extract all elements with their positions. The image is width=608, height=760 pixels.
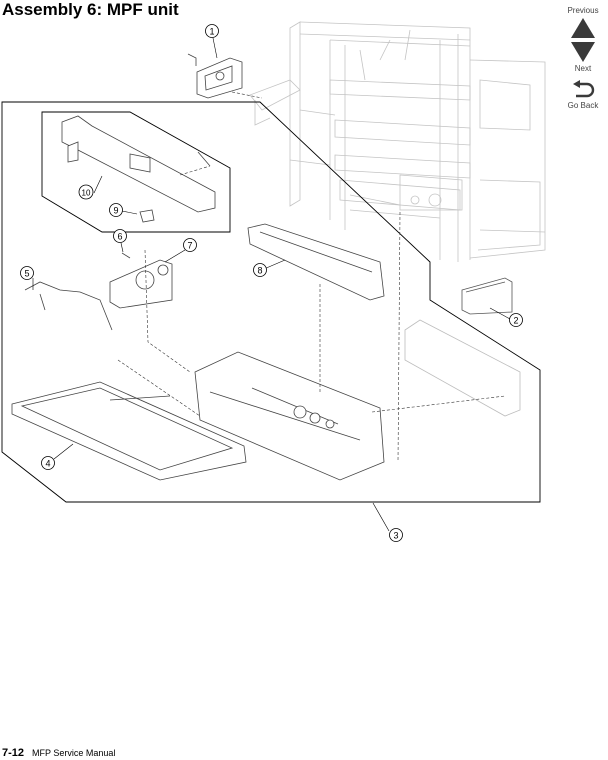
- callout-6: 6: [113, 229, 127, 243]
- mpf-main-unit-drawing: [194, 351, 385, 481]
- svg-text:2: 2: [513, 316, 518, 326]
- callout-markers: 1 2 3 4 5 6 7 8 9 10: [20, 24, 523, 542]
- go-back-label: Go Back: [567, 101, 599, 110]
- assembly-group-outline: [1, 101, 541, 503]
- next-label: Next: [574, 64, 592, 73]
- page-number: 7-12: [2, 747, 25, 759]
- part-4-tray-drawing: [11, 381, 247, 481]
- part-9-sensor-drawing: [139, 209, 155, 223]
- page-navigation: Previous Next Go Back: [558, 0, 608, 112]
- part-2-cover-drawing: [461, 277, 513, 315]
- previous-label: Previous: [567, 6, 599, 15]
- rib-strip-drawing: [404, 319, 521, 417]
- svg-text:3: 3: [393, 531, 398, 541]
- svg-text:6: 6: [117, 232, 122, 242]
- svg-text:5: 5: [24, 269, 29, 279]
- part-10-rail-drawing: [61, 115, 216, 213]
- callout-5: 5: [20, 266, 34, 280]
- callout-2: 2: [509, 313, 523, 327]
- return-arrow-icon: [576, 82, 595, 98]
- callout-9: 9: [109, 203, 123, 217]
- triangle-down-icon: [571, 42, 595, 62]
- svg-text:8: 8: [257, 266, 262, 276]
- next-button[interactable]: [570, 41, 596, 63]
- manual-name: MFP Service Manual: [32, 748, 116, 758]
- part-6-7-drawing: [109, 252, 173, 309]
- callout-1: 1: [205, 24, 219, 38]
- svg-text:4: 4: [45, 459, 50, 469]
- svg-text:9: 9: [113, 206, 118, 216]
- part-8-plate-drawing: [247, 223, 385, 301]
- triangle-up-icon: [571, 18, 595, 38]
- callout-7: 7: [183, 238, 197, 252]
- go-back-button[interactable]: [570, 80, 596, 100]
- svg-text:7: 7: [187, 241, 192, 251]
- callout-10: 10: [78, 184, 94, 200]
- page-title: Assembly 6: MPF unit: [2, 0, 179, 19]
- printer-frame-drawing: [249, 21, 546, 262]
- part-5-harness-drawing: [24, 281, 113, 331]
- leader-lines: [32, 37, 511, 532]
- svg-text:10: 10: [82, 189, 91, 198]
- part-1-bracket-drawing: [187, 53, 243, 99]
- svg-text:1: 1: [209, 27, 214, 37]
- page-footer: 7-12 MFP Service Manual: [2, 747, 115, 759]
- callout-4: 4: [41, 456, 55, 470]
- callout-3: 3: [389, 528, 403, 542]
- previous-button[interactable]: [570, 17, 596, 39]
- alignment-lines: [117, 91, 506, 463]
- callout-8: 8: [253, 263, 267, 277]
- subassembly-10-outline: [41, 111, 231, 233]
